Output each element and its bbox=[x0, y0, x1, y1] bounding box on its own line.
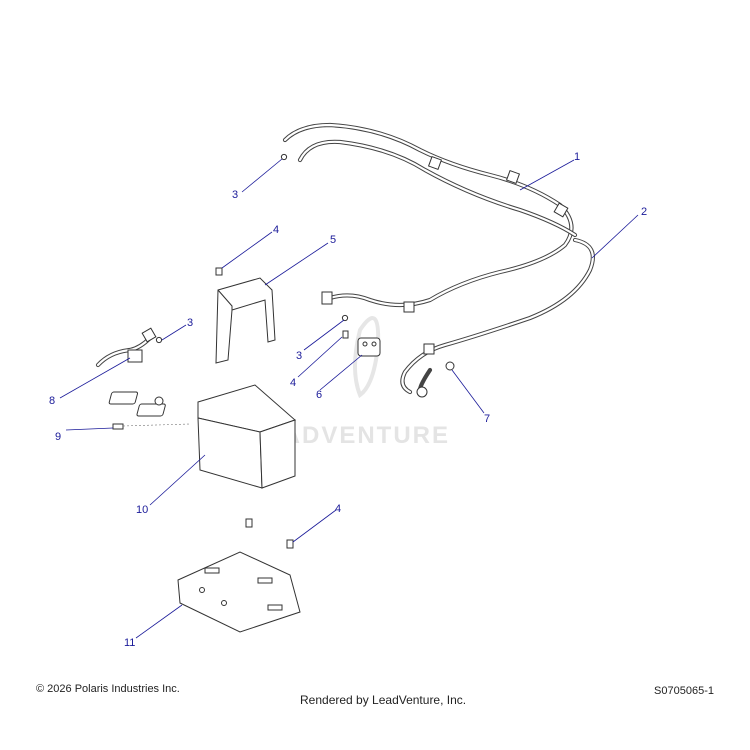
nut-part-3b bbox=[155, 336, 163, 344]
battery-cable-secondary bbox=[400, 237, 595, 398]
bolt-part-4b bbox=[342, 330, 349, 339]
watermark-logo-icon bbox=[353, 316, 381, 399]
bolt-part-4a bbox=[215, 267, 223, 276]
leader-lines bbox=[59, 158, 639, 639]
callout-3: 3 bbox=[232, 189, 238, 201]
callout-4: 4 bbox=[273, 224, 279, 236]
battery bbox=[108, 384, 296, 489]
callout-11: 11 bbox=[124, 637, 135, 649]
callouts: 1 2 3 4 5 3 3 4 6 7 8 9 10 4 11 bbox=[49, 151, 647, 649]
ground-cable bbox=[95, 327, 157, 368]
solenoid bbox=[357, 337, 381, 357]
callout-1: 1 bbox=[574, 151, 580, 163]
callout-5: 5 bbox=[330, 234, 336, 246]
callout-6: 6 bbox=[316, 389, 322, 401]
callout-7: 7 bbox=[484, 413, 490, 425]
screw-part-7 bbox=[445, 361, 455, 371]
callout-2: 2 bbox=[641, 206, 647, 218]
bolt-part-4d bbox=[286, 539, 294, 549]
bolt-part-4c bbox=[245, 518, 253, 528]
callout-10: 10 bbox=[136, 504, 148, 516]
battery-bracket bbox=[215, 277, 276, 364]
nut-part-3c bbox=[341, 314, 349, 322]
callout-8: 8 bbox=[49, 395, 55, 407]
cap-screw-part-9 bbox=[112, 423, 191, 430]
rendered-by-text: Rendered by LeadVenture, Inc. bbox=[300, 693, 467, 707]
callout-4: 4 bbox=[290, 377, 296, 389]
battery-cable-main bbox=[282, 122, 578, 313]
callout-3: 3 bbox=[187, 317, 193, 329]
nut-part-3a bbox=[280, 153, 288, 161]
callout-3: 3 bbox=[296, 350, 302, 362]
callout-9: 9 bbox=[55, 431, 61, 443]
diagram-id: S0705065-1 bbox=[654, 685, 714, 697]
copyright-text: © 2026 Polaris Industries Inc. bbox=[36, 683, 180, 695]
battery-tray bbox=[177, 551, 301, 633]
callout-4: 4 bbox=[335, 503, 341, 515]
